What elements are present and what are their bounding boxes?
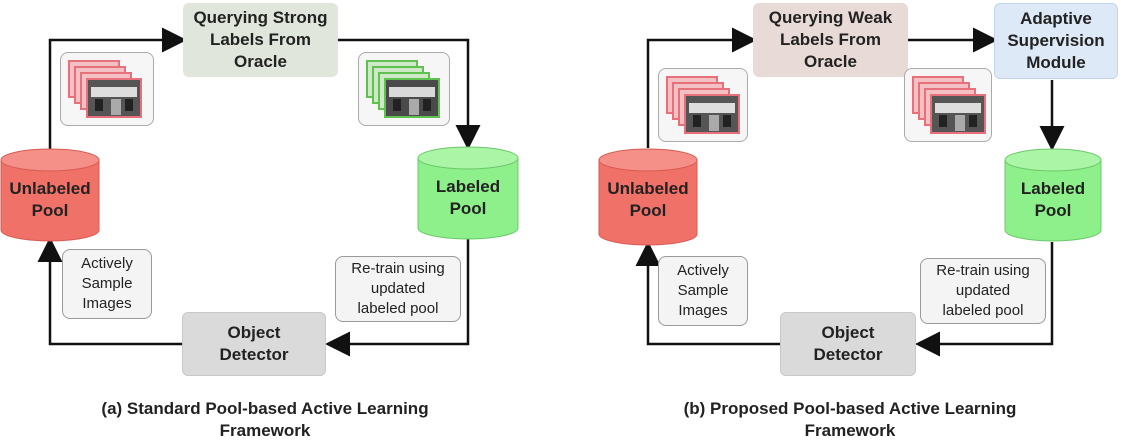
unlabeled-pool-cylinder	[598, 148, 698, 246]
object-detector-box: Object Detector	[182, 312, 326, 376]
caption-a: (a) Standard Pool-based Active Learning …	[101, 399, 429, 440]
actively-sample-note: Actively Sample Images	[62, 249, 152, 319]
arrow-oracle-to-labeled	[338, 38, 481, 150]
unlabeled-pool-label: Unlabeled Pool	[9, 179, 91, 220]
actively-sample-note: Actively Sample Images	[658, 256, 748, 326]
weak-labeled-image-stack	[904, 68, 992, 142]
unlabeled-pool: Unlabeled Pool	[598, 148, 698, 246]
unlabeled-images-icon	[68, 60, 142, 118]
labeled-pool-label: Labeled Pool	[1020, 179, 1086, 220]
weak-labeled-images-icon	[912, 76, 986, 134]
panel-standard-framework: Querying Strong Labels From Oracle	[0, 0, 560, 442]
arrow-pool-to-oracle	[48, 27, 187, 150]
labeled-pool-cylinder	[417, 146, 519, 240]
arrow-labeled-to-detector	[915, 242, 1054, 357]
unlabeled-image-stack	[60, 52, 154, 126]
flow-arrows	[635, 27, 1065, 357]
unlabeled-image-stack	[658, 68, 748, 142]
retrain-note: Re-train using updated labeled pool	[920, 258, 1046, 324]
retrain-note: Re-train using updated labeled pool	[335, 256, 461, 322]
labeled-pool-cylinder	[1004, 148, 1102, 242]
arrow-labeled-to-detector	[325, 238, 470, 357]
caption-b: (b) Proposed Pool-based Active Learning …	[683, 399, 1017, 440]
labeled-image-stack	[358, 52, 450, 126]
unlabeled-pool-cylinder	[0, 148, 100, 242]
arrow-detector-to-unlabeled	[37, 237, 182, 346]
unlabeled-pool-label: Unlabeled Pool	[607, 179, 689, 220]
labeled-pool: Labeled Pool	[1004, 148, 1102, 242]
unlabeled-pool: Unlabeled Pool	[0, 148, 100, 242]
labeled-pool-label: Labeled Pool	[435, 177, 501, 218]
query-weak-labels-box: Querying Weak Labels From Oracle	[753, 3, 908, 77]
arrow-detector-to-unlabeled	[635, 241, 780, 346]
flow-arrows	[37, 27, 481, 357]
labeled-pool: Labeled Pool	[417, 146, 519, 240]
arrow-pool-to-oracle	[646, 27, 757, 148]
adaptive-supervision-box: Adaptive Supervision Module	[994, 3, 1118, 79]
panel-proposed-framework: Querying Weak Labels From Oracle Adaptiv…	[590, 0, 1121, 442]
labeled-images-icon	[366, 60, 440, 118]
query-strong-labels-box: Querying Strong Labels From Oracle	[183, 3, 338, 77]
unlabeled-images-icon	[666, 76, 740, 134]
object-detector-box: Object Detector	[780, 312, 916, 376]
